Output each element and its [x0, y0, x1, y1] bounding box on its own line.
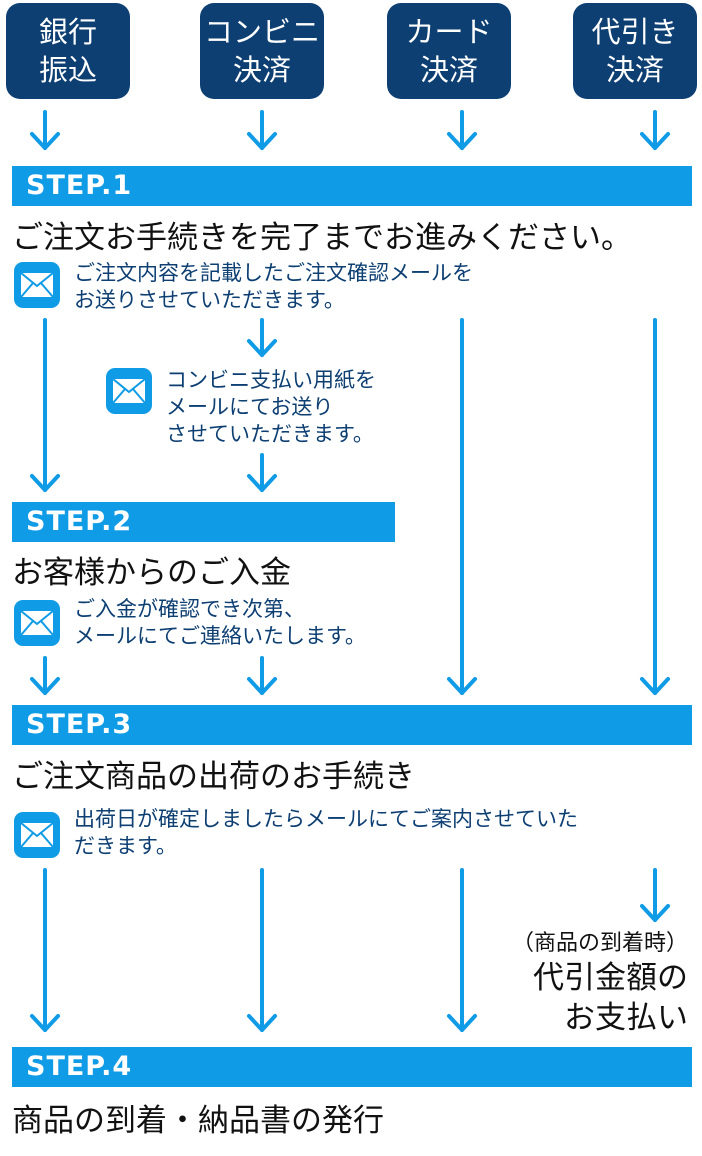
step4-bar: STEP.4: [12, 1047, 692, 1087]
cod-amount-line2: お支払い: [564, 1000, 688, 1036]
step1-note: ご注文内容を記載したご注文確認メールを お送りさせていただきます。: [74, 260, 473, 314]
step3-title: ご注文商品の出荷のお手続き: [12, 759, 415, 795]
step1-label: STEP.1: [26, 170, 133, 201]
mail-icon: [14, 262, 60, 308]
step4-label: STEP.4: [26, 1051, 133, 1082]
arrow-bank-step2-step3: [30, 656, 60, 695]
step1-title: ご注文お手続きを完了までお進みください。: [12, 220, 632, 256]
step1-bar: STEP.1: [12, 166, 692, 206]
payment-card-line2: 決済: [419, 53, 478, 87]
step1-note-line2: お送りさせていただきます。: [74, 288, 345, 312]
step3-bar: STEP.3: [12, 705, 692, 745]
arrow-cod-step3-cod: [640, 868, 670, 922]
payment-cod-line1: 代引き: [591, 15, 679, 49]
step1-note-line1: ご注文内容を記載したご注文確認メールを: [74, 261, 473, 285]
arrow-card-step1-step3: [447, 318, 477, 695]
konbini-note-line2: メールにてお送り: [166, 395, 334, 419]
payment-konbini-line1: コンビニ: [203, 15, 320, 49]
payment-konbini: コンビニ 決済: [200, 3, 324, 99]
cod-arrival-note: （商品の到着時）: [511, 931, 688, 956]
step3-note-line2: だきます。: [74, 834, 177, 858]
step2-note-line1: ご入金が確認でき次第、: [74, 597, 305, 621]
payment-cod: 代引き 決済: [573, 3, 697, 99]
arrow-cod-top: [640, 110, 670, 150]
arrow-bank-top: [30, 110, 60, 150]
konbini-note-line1: コンビニ支払い用紙を: [166, 368, 376, 392]
payment-card-line1: カード: [405, 15, 493, 49]
arrow-konbini-top: [247, 110, 277, 150]
mail-icon: [14, 812, 60, 858]
payment-bank-line2: 振込: [38, 53, 97, 87]
arrow-konbini-step3-step4: [247, 868, 277, 1032]
cod-amount-line1: 代引金額の: [533, 960, 688, 996]
payment-konbini-line2: 決済: [232, 53, 291, 87]
step2-note: ご入金が確認でき次第、 メールにてご連絡いたします。: [74, 596, 366, 650]
payment-bank-line1: 銀行: [38, 15, 97, 49]
step2-label: STEP.2: [26, 506, 133, 537]
konbini-note: コンビニ支払い用紙を メールにてお送り させていただきます。: [166, 367, 376, 448]
payment-card: カード 決済: [387, 3, 511, 99]
arrow-konbini-mail-step2: [247, 453, 277, 492]
arrow-bank-step1-step2: [30, 318, 60, 492]
step2-bar: STEP.2: [12, 502, 395, 542]
step2-note-line2: メールにてご連絡いたします。: [74, 624, 366, 648]
arrow-bank-step3-step4: [30, 868, 60, 1032]
step4-title: 商品の到着・納品書の発行: [12, 1103, 384, 1139]
step3-note-line1: 出荷日が確定しましたらメールにてご案内させていた: [74, 807, 578, 831]
arrow-konbini-step2-step3: [247, 656, 277, 695]
arrow-card-top: [447, 110, 477, 150]
arrow-card-step3-step4: [447, 868, 477, 1032]
mail-icon: [14, 600, 60, 646]
konbini-note-line3: させていただきます。: [166, 422, 374, 446]
step3-note: 出荷日が確定しましたらメールにてご案内させていた だきます。: [74, 806, 578, 860]
step2-title: お客様からのご入金: [12, 555, 291, 591]
arrow-konbini-step1-mail: [247, 318, 277, 357]
payment-cod-line2: 決済: [605, 53, 664, 87]
mail-icon: [106, 368, 152, 414]
payment-bank-transfer: 銀行 振込: [6, 3, 130, 99]
arrow-cod-step1-step3: [640, 318, 670, 695]
step3-label: STEP.3: [26, 709, 133, 740]
